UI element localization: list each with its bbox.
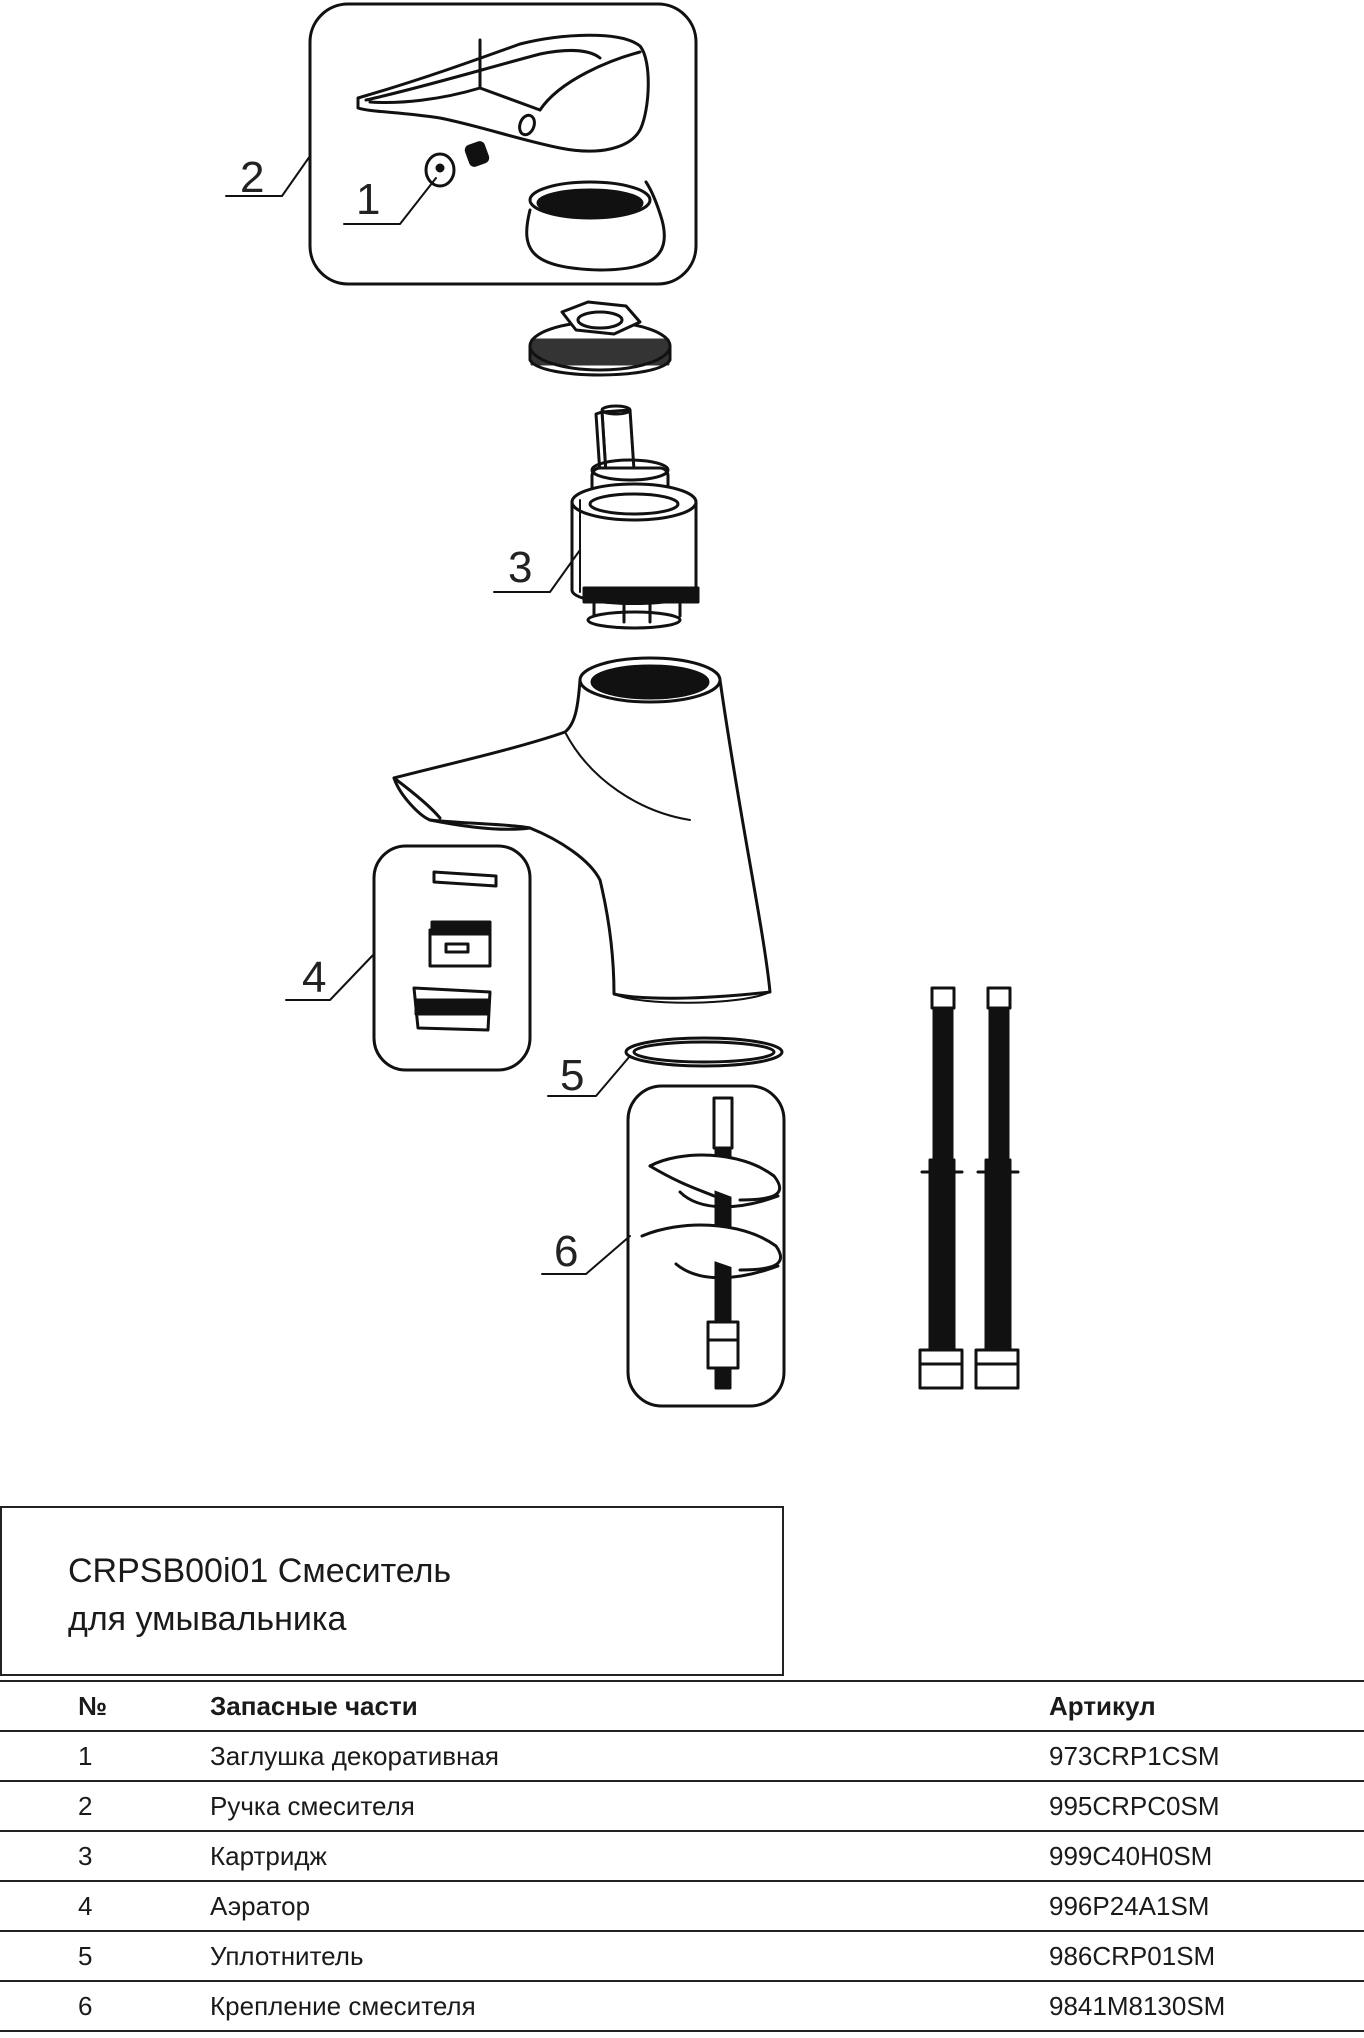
- handle-lever: [356, 33, 650, 153]
- row-num: 2: [0, 1780, 210, 1831]
- product-title: CRPSB00i01 Смеситель: [68, 1552, 452, 1590]
- aerator-parts: [412, 870, 498, 1032]
- row-num: 6: [0, 1980, 210, 2032]
- row-num: 4: [0, 1880, 210, 1931]
- row-num: 3: [0, 1830, 210, 1881]
- row-name: Ручка смесителя: [210, 1780, 1049, 1831]
- row-num: 1: [0, 1730, 210, 1781]
- table-header-row: № Запасные части Артикул: [0, 1680, 1364, 1731]
- row-article: 995CRPC0SM: [1049, 1780, 1364, 1831]
- aerator-group-frame: [372, 844, 532, 1072]
- row-article: 986CRP01SM: [1049, 1930, 1364, 1981]
- faucet-body: [392, 656, 772, 1004]
- decorative-plug: [424, 152, 456, 188]
- header-name: Запасные части: [210, 1680, 1049, 1731]
- callout-4: 4: [302, 953, 327, 1002]
- row-article: 973CRP1CSM: [1049, 1730, 1364, 1781]
- leader-lines: [225, 155, 631, 1275]
- table-row: 2 Ручка смесителя 995CRPC0SM: [0, 1780, 1364, 1831]
- cartridge: [570, 404, 700, 630]
- table-row: 3 Картридж 999C40H0SM: [0, 1830, 1364, 1881]
- table-row: 6 Крепление смесителя 9841M8130SM: [0, 1980, 1364, 2032]
- mounting-kit-frame: [626, 1084, 786, 1408]
- callout-2: 2: [240, 153, 265, 202]
- exploded-view-diagram: [225, 2, 1020, 1408]
- row-name: Заглушка декоративная: [210, 1730, 1049, 1781]
- handle-cap: [525, 180, 666, 272]
- row-name: Крепление смесителя: [210, 1980, 1049, 2032]
- row-article: 999C40H0SM: [1049, 1830, 1364, 1881]
- retaining-nut: [528, 300, 672, 377]
- row-article: 9841M8130SM: [1049, 1980, 1364, 2032]
- row-name: Картридж: [210, 1830, 1049, 1881]
- set-screw: [464, 141, 490, 167]
- table-row: 4 Аэратор 996P24A1SM: [0, 1880, 1364, 1931]
- row-num: 5: [0, 1930, 210, 1981]
- row-article: 996P24A1SM: [1049, 1880, 1364, 1931]
- handle-group-frame: [308, 2, 698, 286]
- row-name: Уплотнитель: [210, 1930, 1049, 1981]
- callout-3: 3: [508, 543, 533, 592]
- title-block: CRPSB00i01 Смеситель для умывальника: [0, 1506, 784, 1676]
- callout-6: 6: [554, 1227, 579, 1276]
- supply-hoses: [918, 986, 1020, 1390]
- mounting-kit: [640, 1096, 783, 1390]
- callout-5: 5: [560, 1051, 585, 1100]
- seal-o-ring: [624, 1036, 784, 1068]
- row-name: Аэратор: [210, 1880, 1049, 1931]
- callout-1: 1: [356, 175, 381, 224]
- table-row: 1 Заглушка декоративная 973CRP1CSM: [0, 1730, 1364, 1781]
- header-article: Артикул: [1049, 1680, 1364, 1731]
- parts-table: № Запасные части Артикул 1 Заглушка деко…: [0, 1680, 1364, 2032]
- table-row: 5 Уплотнитель 986CRP01SM: [0, 1930, 1364, 1981]
- header-num: №: [0, 1680, 210, 1731]
- product-subtitle: для умывальника: [68, 1600, 347, 1638]
